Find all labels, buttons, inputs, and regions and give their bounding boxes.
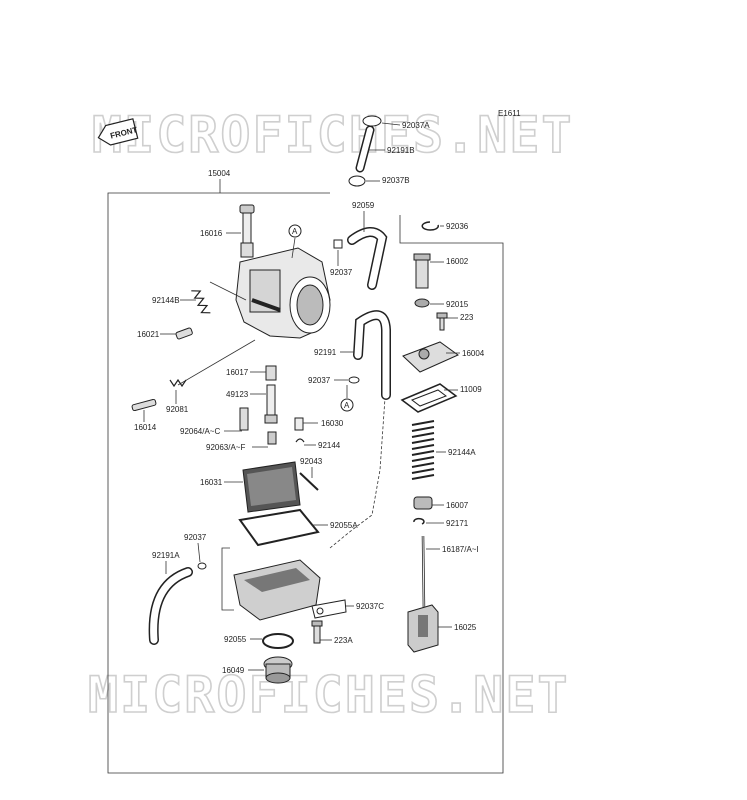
clip-92037c-icon: [348, 376, 360, 384]
label-16014: 16014: [134, 423, 157, 432]
valve-16030-icon: [294, 417, 304, 431]
label-223A: 223A: [334, 636, 353, 645]
label-92037-a: 92037: [330, 268, 353, 277]
label-92144B: 92144B: [152, 296, 180, 305]
clip-92144-icon: [295, 438, 305, 443]
label-16016: 16016: [200, 229, 223, 238]
pin-92043-icon: [299, 472, 319, 491]
spring-92144A-icon: [411, 420, 435, 480]
watermark-bottom: MICROFICHES.NET: [88, 666, 570, 724]
label-92037-c: 92037: [308, 376, 331, 385]
cap-16002-icon: [413, 253, 431, 289]
clip-92037-icon: [333, 239, 343, 249]
label-92191B: 92191B: [387, 146, 415, 155]
jet-92064-icon: [239, 407, 249, 431]
label-92144: 92144: [318, 441, 341, 450]
label-11009: 11009: [460, 385, 482, 394]
label-92081: 92081: [166, 405, 189, 414]
label-16002: 16002: [446, 257, 469, 266]
label-92036: 92036: [446, 222, 469, 231]
jet-16017-icon: [265, 365, 277, 381]
cover-16004-icon: [402, 341, 459, 373]
label-92015: 92015: [446, 300, 469, 309]
screw-223A-icon: [311, 620, 323, 644]
label-92055A: 92055A: [330, 521, 358, 530]
ref-a-circle-bottom-icon: A: [340, 398, 354, 412]
front-arrow-icon: FRONT: [97, 118, 139, 146]
spring-92081-icon: [169, 378, 187, 388]
carburetor-body-icon: [235, 247, 331, 339]
label-92043: 92043: [300, 457, 323, 466]
label-92191: 92191: [314, 348, 337, 357]
label-92191A: 92191A: [152, 551, 180, 560]
svg-text:A: A: [292, 227, 298, 236]
label-16030: 16030: [321, 419, 344, 428]
label-16031: 16031: [200, 478, 223, 487]
screw-223-icon: [436, 312, 448, 331]
screw-16014-icon: [131, 398, 157, 412]
label-92037B: 92037B: [382, 176, 410, 185]
jet-92063-icon: [267, 431, 277, 445]
throttle-valve-16025-icon: [407, 604, 439, 653]
needle-16187-icon: [421, 535, 426, 613]
clip-92037A-icon: [362, 115, 382, 127]
hose-92191B-icon: [355, 125, 375, 173]
label-15004: 15004: [208, 169, 231, 178]
needle-jet-49123-icon: [264, 384, 278, 424]
gasket-11009-icon: [400, 383, 458, 413]
float-16031-icon: [242, 461, 301, 513]
label-92037A: 92037A: [402, 121, 430, 130]
clip-92037B-icon: [348, 175, 366, 187]
label-223: 223: [460, 313, 474, 322]
assembly-frame: [107, 192, 504, 774]
label-92144A: 92144A: [448, 448, 476, 457]
label-16007: 16007: [446, 501, 469, 510]
clip-92171-icon: [413, 517, 425, 525]
bracket-92037C-icon: [311, 599, 347, 619]
clip-92037d-icon: [197, 562, 207, 570]
label-16187: 16187/A~I: [442, 545, 479, 554]
drain-hose-92191A-icon: [148, 567, 193, 645]
drain-plug-16049-icon: [263, 656, 293, 684]
label-92171: 92171: [446, 519, 469, 528]
label-49123: 49123: [226, 390, 249, 399]
label-92037C: 92037C: [356, 602, 384, 611]
starter-plunger-16016-icon: [239, 204, 255, 258]
label-16017: 16017: [226, 368, 249, 377]
vent-hose-92059-icon: [347, 227, 388, 290]
screw-16021-icon: [175, 327, 193, 340]
label-92059: 92059: [352, 201, 375, 210]
holder-16007-icon: [413, 496, 433, 510]
hose-92191-icon: [353, 310, 391, 400]
clip-92036-icon: [421, 221, 439, 231]
label-92064: 92064/A~C: [180, 427, 220, 436]
label-16021: 16021: [137, 330, 160, 339]
oring-92055-icon: [262, 633, 294, 649]
diagram-code: E1611: [498, 109, 521, 118]
label-16049: 16049: [222, 666, 245, 675]
float-bowl-icon: [233, 559, 321, 621]
label-16025: 16025: [454, 623, 477, 632]
label-92037-d: 92037: [184, 533, 207, 542]
nut-92015-icon: [414, 298, 430, 308]
gasket-92055A-icon: [238, 508, 320, 547]
label-92063: 92063/A~F: [206, 443, 245, 452]
ref-a-circle-top-icon: A: [288, 224, 302, 238]
watermark-top: MICROFICHES.NET: [92, 106, 574, 164]
label-92055: 92055: [224, 635, 247, 644]
label-16004: 16004: [462, 349, 485, 358]
spring-92144B-icon: [191, 290, 211, 314]
svg-text:A: A: [344, 401, 350, 410]
